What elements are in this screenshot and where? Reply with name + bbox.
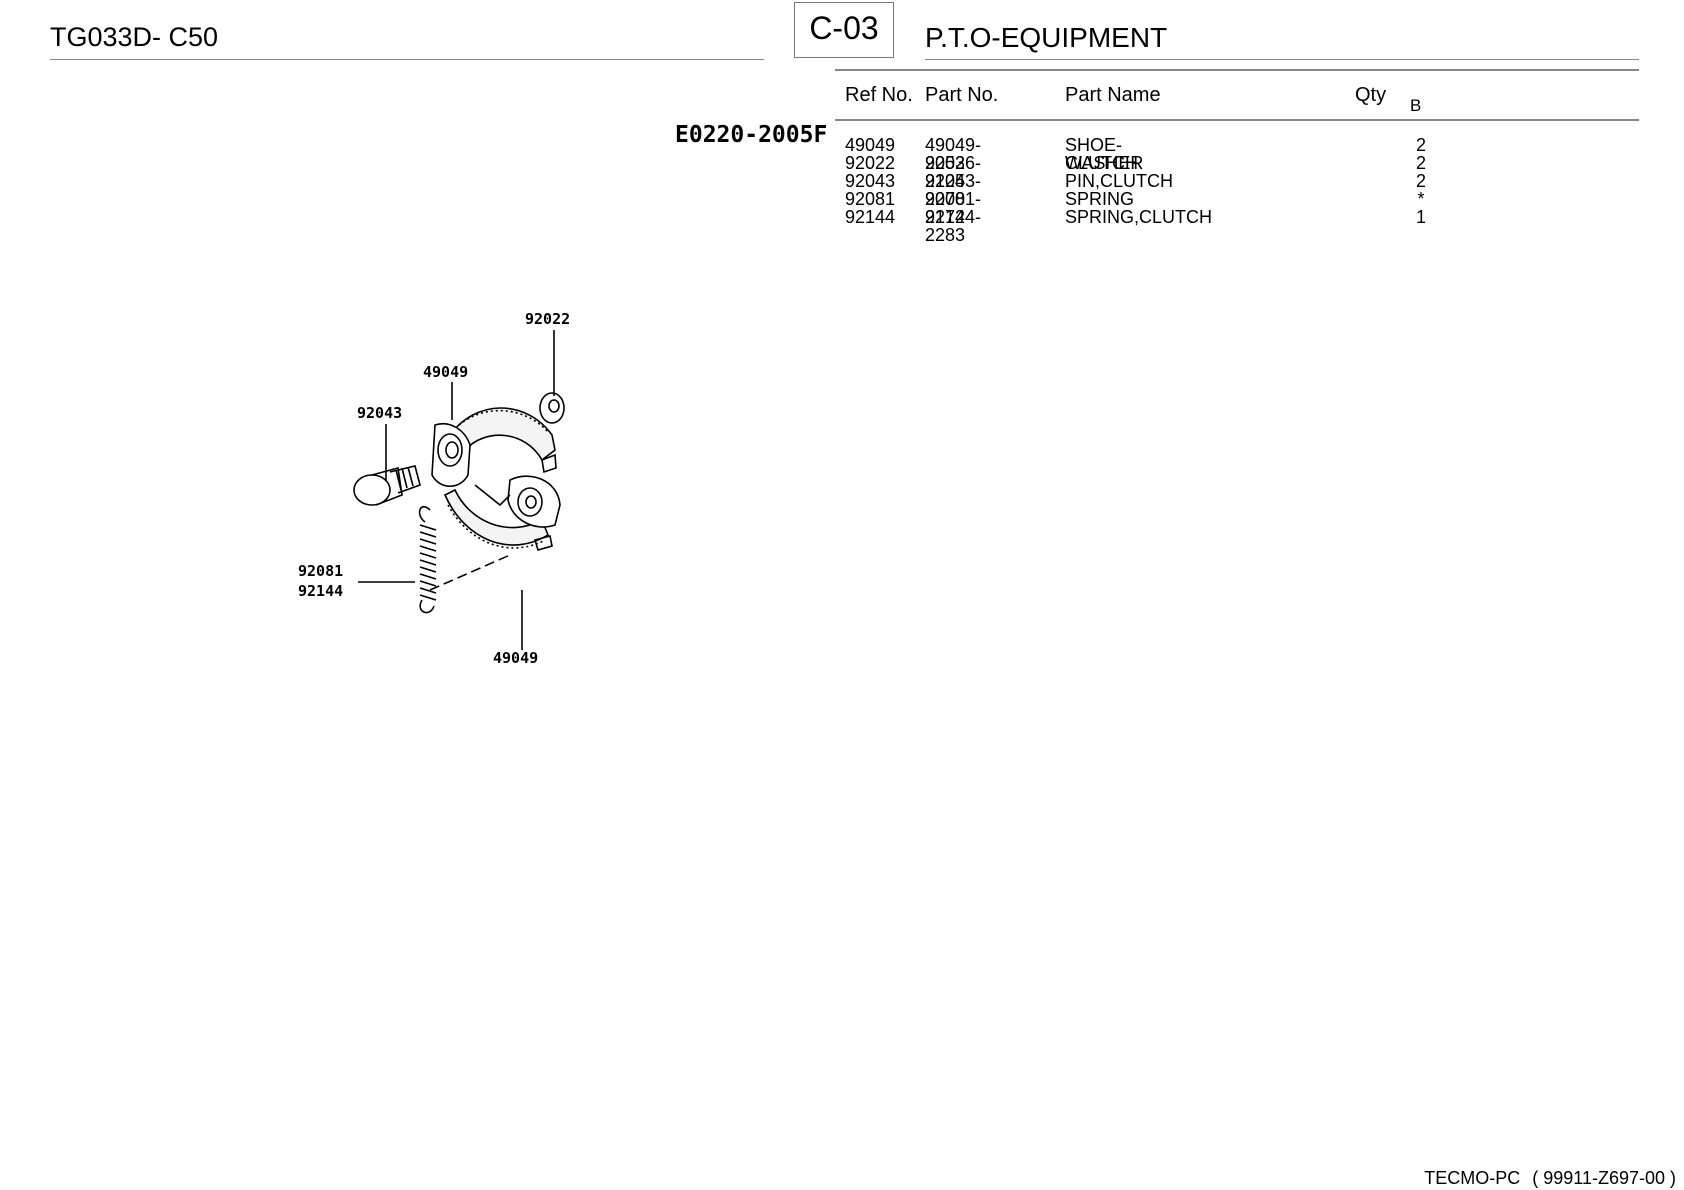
clutch-pin-shape	[353, 465, 421, 506]
part-name-cell: SHOE-CLUTCH	[1065, 135, 1139, 173]
col-header-qty-b: B	[1410, 96, 1422, 115]
page-footer: TECMO-PC ( 99911-Z697-00 )	[1424, 1168, 1676, 1189]
part-name-cell: SPRING	[1065, 189, 1135, 209]
footer-doc-code: ( 99911-Z697-00 )	[1532, 1168, 1676, 1188]
part-no-cell: 92043-2070	[925, 171, 982, 209]
lower-shoe-shape	[443, 475, 561, 551]
qty-cell: 1	[1415, 207, 1426, 227]
callout-label: 92022	[525, 310, 570, 328]
section-title: P.T.O-EQUIPMENT	[925, 22, 1168, 53]
part-name-cell: SPRING,CLUTCH	[1065, 207, 1213, 227]
part-no-cell: 92144-2283	[925, 207, 982, 245]
callout-label: 49049	[493, 649, 538, 667]
part-no-cell: 92026-2125	[925, 153, 982, 191]
col-header-qty: Qty	[1355, 84, 1387, 106]
part-name-cell: WASHER	[1065, 153, 1144, 173]
header-rule-left	[50, 59, 764, 60]
ref-no-cell: 49049	[845, 135, 896, 155]
qty-cell: 2	[1415, 135, 1426, 155]
center-line	[429, 554, 511, 591]
table-header-rule	[835, 119, 1639, 121]
exploded-parts-diagram: 92022 49049 92043 92081 92144 49049	[298, 310, 570, 667]
callout-label: 92043	[357, 404, 402, 422]
callout-label: 92144	[298, 582, 343, 600]
section-code-box: C-03	[794, 2, 894, 58]
header-rule-right	[925, 59, 1639, 60]
ref-no-cell: 92081	[845, 189, 896, 209]
qty-cell: *	[1417, 189, 1425, 209]
callout-label: 92081	[298, 562, 343, 580]
table-top-rule	[835, 69, 1639, 71]
part-no-cell: 92081-2172	[925, 189, 982, 227]
illustration-code: E0220-2005F	[675, 122, 828, 148]
clutch-spring-shape	[418, 505, 437, 614]
col-header-part-no: Part No.	[925, 84, 999, 106]
washer-shape	[539, 392, 565, 424]
footer-system: TECMO-PC	[1424, 1168, 1521, 1188]
ref-no-cell: 92144	[845, 207, 896, 227]
ref-no-cell: 92022	[845, 153, 896, 173]
part-no-cell: 49049-2053	[925, 135, 982, 173]
washer-hole	[548, 399, 560, 413]
model-title: TG033D- C50	[50, 22, 219, 52]
qty-cell: 2	[1415, 153, 1426, 173]
col-header-ref-no: Ref No.	[845, 84, 913, 106]
ref-no-cell: 92043	[845, 171, 896, 191]
callout-label: 49049	[423, 363, 468, 381]
upper-shoe-shape	[431, 407, 557, 488]
qty-cell: 2	[1415, 171, 1426, 191]
part-name-cell: PIN,CLUTCH	[1065, 171, 1174, 191]
col-header-part-name: Part Name	[1065, 84, 1161, 106]
